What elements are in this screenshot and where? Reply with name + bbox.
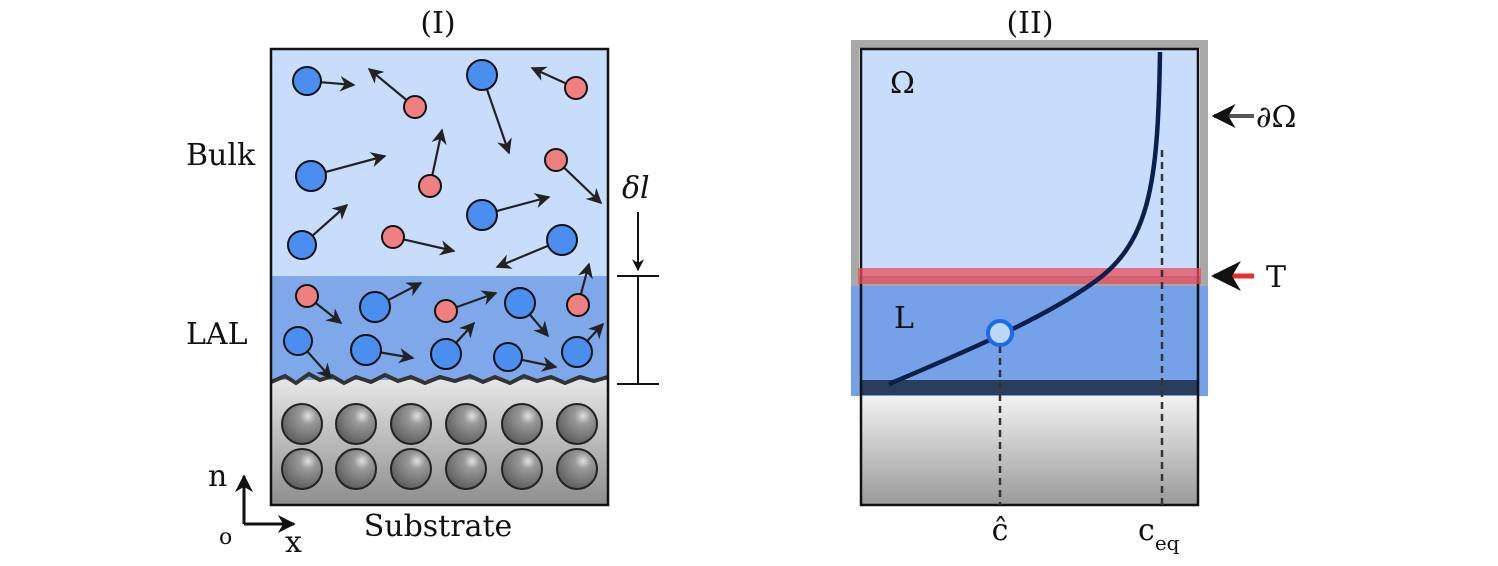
velocity-arrow bbox=[320, 76, 356, 92]
substrate-atom bbox=[390, 448, 432, 490]
velocity-arrow bbox=[367, 68, 408, 101]
T-label: T bbox=[1266, 260, 1286, 295]
blue-particle bbox=[295, 160, 327, 192]
boundary-label: ∂Ω bbox=[1256, 100, 1296, 135]
blue-particle bbox=[466, 59, 498, 91]
velocity-arrow bbox=[530, 66, 567, 85]
velocity-arrow bbox=[485, 88, 512, 155]
red-particle bbox=[418, 174, 442, 198]
substrate-atoms bbox=[281, 403, 598, 490]
velocity-arrow bbox=[455, 321, 476, 344]
rough-surface bbox=[271, 371, 608, 386]
red-particle bbox=[566, 293, 590, 317]
blue-particle bbox=[292, 66, 322, 96]
substrate-atom bbox=[501, 403, 543, 445]
velocity-arrow bbox=[306, 350, 333, 380]
concentration-curve bbox=[888, 51, 1163, 387]
substrate-atom bbox=[335, 403, 377, 445]
panel-1-frame bbox=[269, 47, 610, 507]
substrate-atom bbox=[556, 448, 598, 490]
blue-particle bbox=[430, 338, 462, 370]
velocity-arrow bbox=[431, 128, 447, 176]
axis-n-label: n bbox=[208, 459, 227, 494]
panel-1: (I) Bulk LAL Substrate δl n o x bbox=[186, 6, 659, 560]
ceq-sub: eq bbox=[1155, 531, 1180, 555]
substrate-atom bbox=[390, 403, 432, 445]
substrate-atom bbox=[281, 448, 323, 490]
T-line bbox=[858, 268, 1201, 284]
velocity-arrow bbox=[380, 348, 415, 364]
blue-particle bbox=[546, 224, 578, 256]
axis-o-label: o bbox=[219, 525, 232, 550]
velocity-arrow bbox=[563, 166, 603, 205]
red-particle bbox=[381, 225, 405, 249]
axes-indicator: n o x bbox=[208, 459, 302, 560]
substrate-atom bbox=[556, 403, 598, 445]
panel-2: (II) Ω L ∂Ω T ĉ ceq bbox=[851, 6, 1296, 555]
blue-particle bbox=[504, 287, 536, 319]
red-particle bbox=[434, 299, 458, 323]
ceq-label: ceq bbox=[1138, 513, 1180, 555]
particles bbox=[283, 59, 605, 380]
velocity-arrow bbox=[403, 238, 456, 256]
L-label: L bbox=[894, 301, 914, 336]
red-particle bbox=[403, 95, 427, 119]
velocity-arrow bbox=[495, 244, 549, 269]
velocity-arrow bbox=[311, 203, 349, 237]
delta-l-label: δl bbox=[622, 171, 650, 206]
red-particle bbox=[564, 76, 588, 100]
ceq-base: c bbox=[1138, 513, 1155, 548]
velocity-arrow bbox=[577, 262, 593, 295]
blue-particle bbox=[466, 199, 498, 231]
substrate-atom bbox=[335, 448, 377, 490]
omega-region bbox=[861, 49, 1198, 276]
velocity-arrow bbox=[496, 193, 551, 213]
panel-1-title: (I) bbox=[420, 6, 455, 41]
blue-particle bbox=[287, 230, 317, 260]
substrate-atom bbox=[501, 448, 543, 490]
interface-band bbox=[861, 380, 1198, 395]
bulk-label: Bulk bbox=[186, 138, 256, 173]
velocity-arrow bbox=[387, 282, 423, 302]
panel-2-title: (II) bbox=[1006, 6, 1053, 41]
chat-label: ĉ bbox=[992, 513, 1009, 548]
velocity-arrow bbox=[455, 290, 498, 309]
substrate-region-2 bbox=[861, 396, 1198, 505]
omega-label: Ω bbox=[890, 66, 915, 101]
velocity-arrow bbox=[314, 301, 343, 324]
axis-x-label: x bbox=[285, 525, 302, 560]
substrate-atom bbox=[281, 403, 323, 445]
substrate-atom bbox=[445, 448, 487, 490]
blue-particle bbox=[493, 342, 523, 372]
blue-particle bbox=[350, 334, 382, 366]
velocity-arrow bbox=[325, 152, 387, 174]
blue-particle bbox=[283, 326, 313, 356]
velocity-arrow bbox=[528, 313, 549, 338]
substrate-atom bbox=[445, 403, 487, 445]
blue-particle bbox=[359, 291, 391, 323]
blue-particle bbox=[561, 336, 593, 368]
velocity-arrow bbox=[521, 356, 558, 372]
red-particle bbox=[544, 148, 568, 172]
lal-label: LAL bbox=[186, 317, 248, 352]
chat-point bbox=[986, 319, 1014, 347]
velocity-arrow bbox=[586, 322, 605, 342]
substrate-label: Substrate bbox=[364, 509, 513, 544]
substrate-region bbox=[271, 380, 608, 505]
red-particle bbox=[295, 284, 319, 308]
